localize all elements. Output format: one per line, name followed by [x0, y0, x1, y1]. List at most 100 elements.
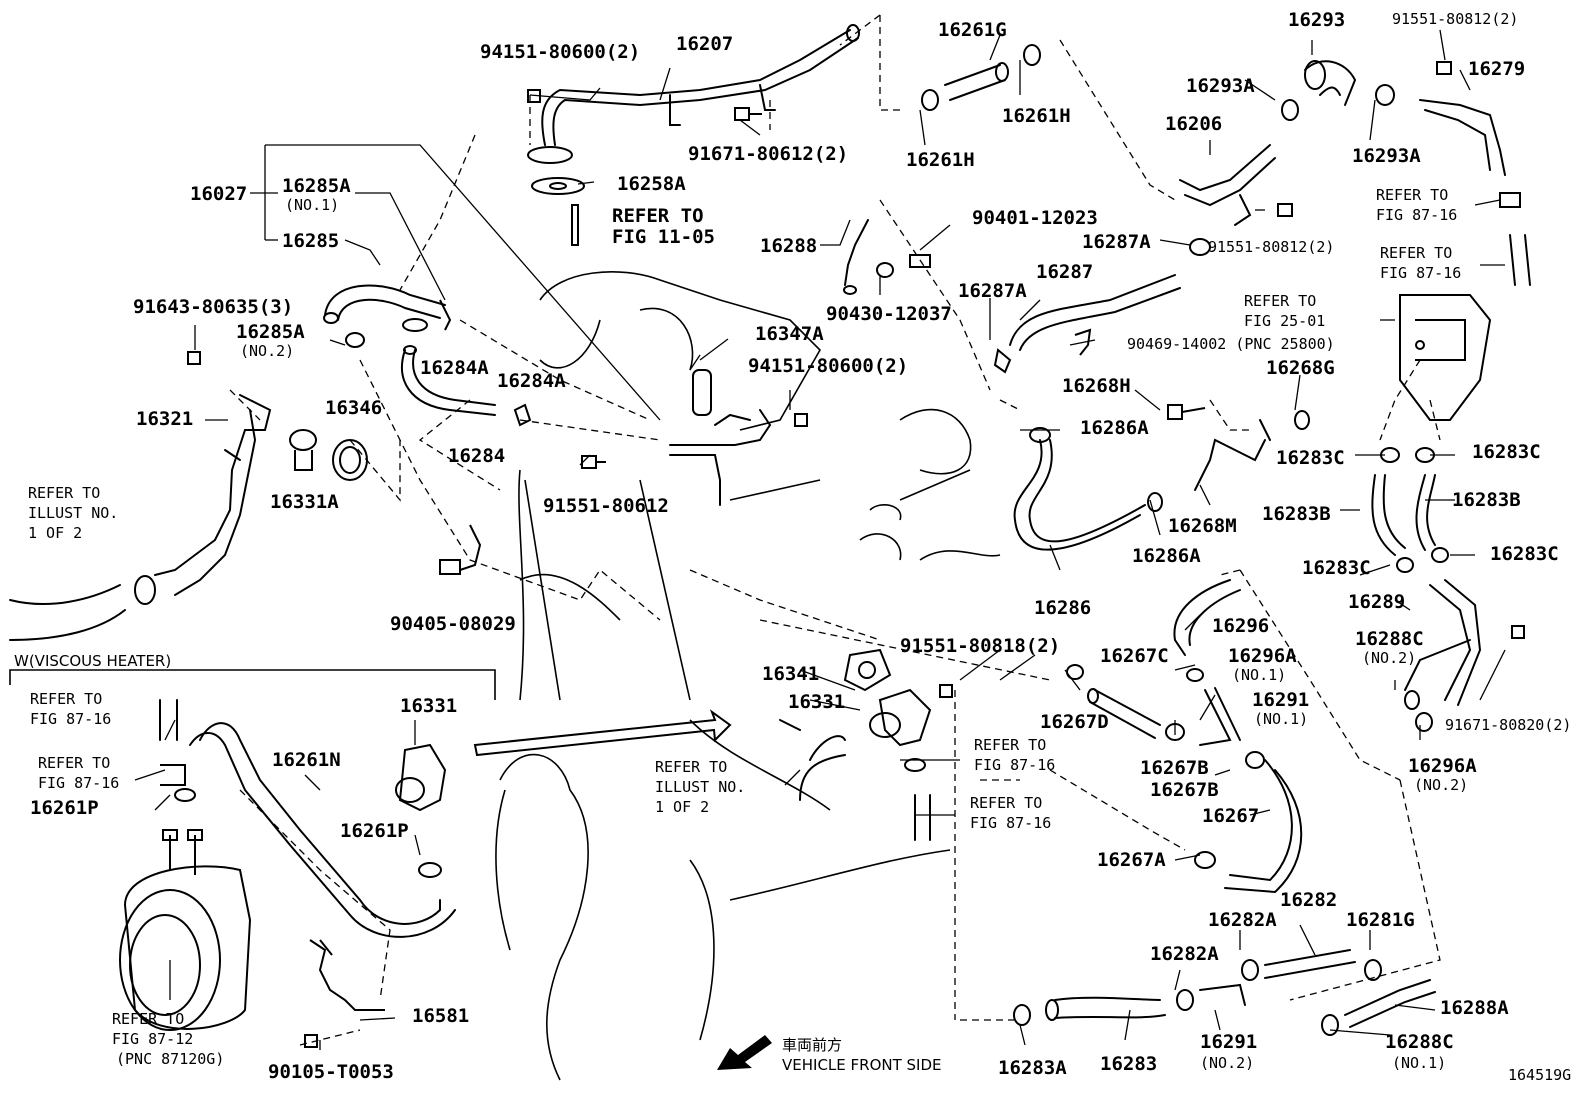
- part-91671-bolt: [734, 107, 762, 121]
- label-refer-fig-87-16-f1: REFER TO: [38, 754, 110, 772]
- part-16288C-clamp-no2: [1404, 690, 1420, 710]
- part-right-clamp-refer-a: [1499, 192, 1521, 208]
- label-94151-80600-2-mid: 94151-80600(2): [748, 355, 908, 377]
- label-16291-no2: 16291: [1200, 1031, 1257, 1053]
- part-16285A-clamp-no2: [345, 332, 365, 348]
- label-16291-no1-sub: (NO.1): [1254, 710, 1308, 728]
- label-16331A: 16331A: [270, 491, 339, 513]
- label-refer-fig-87-16-c2: FIG 87-16: [974, 756, 1055, 774]
- label-16267D: 16267D: [1040, 711, 1109, 733]
- label-16285A-no2: 16285A: [236, 321, 305, 343]
- label-16285A-no2-sub: (NO.2): [240, 342, 294, 360]
- part-16288A-hose: [1344, 979, 1436, 1028]
- part-16346-gasket-ring: [332, 439, 368, 481]
- label-16287: 16287: [1036, 261, 1093, 283]
- part-viscous-heater: [119, 829, 252, 1031]
- part-90430-gasket: [876, 262, 894, 278]
- diagram-id: 164519G: [1508, 1066, 1571, 1084]
- part-16331-thermostat-housing-mid: [869, 688, 932, 747]
- label-16284A-a: 16284A: [420, 357, 489, 379]
- label-91551-80812-2-b: 91551-80812(2): [1208, 238, 1334, 256]
- part-left-hose-refer-viscous: [159, 699, 178, 741]
- part-16268M-pipe: [1194, 419, 1271, 491]
- part-16261N-hose: [189, 722, 456, 938]
- label-16288C-no1: 16288C: [1385, 1031, 1454, 1053]
- label-refer-fig-11-05-b: FIG 11-05: [612, 226, 715, 248]
- part-16285-hose: [323, 284, 446, 324]
- label-16296A-no1: 16296A: [1228, 645, 1297, 667]
- part-stud-bolt: [571, 204, 579, 246]
- part-16282A-clamps: [1176, 959, 1259, 1011]
- part-16296A-clamp-no1: [1186, 668, 1204, 682]
- part-16287A-clamp-b: [993, 348, 1012, 374]
- label-16267A: 16267A: [1097, 849, 1166, 871]
- part-90469-clip: [1074, 328, 1092, 356]
- label-16321: 16321: [136, 408, 193, 430]
- part-16261H-clamp-b: [921, 89, 939, 111]
- label-refer-fig-87-16-d1: REFER TO: [970, 794, 1042, 812]
- part-16291-pipe-no2: [1199, 983, 1246, 1006]
- label-refer-fig-87-12-c: (PNC 87120G): [116, 1050, 224, 1068]
- label-94151-80600-2-top: 94151-80600(2): [480, 41, 640, 63]
- part-91671-80820-bolt: [1511, 625, 1525, 639]
- label-16293A-a: 16293A: [1186, 75, 1255, 97]
- label-16261P-a: 16261P: [30, 797, 99, 819]
- part-16287A-clamp-a: [1189, 238, 1211, 256]
- part-16331-left-housing: [395, 743, 447, 812]
- label-16288A: 16288A: [1440, 997, 1509, 1019]
- label-refer-fig-25-01-a: REFER TO: [1244, 292, 1316, 310]
- part-center-hose-illust: [779, 719, 846, 801]
- vehicle-front-arrow-icon: [717, 1035, 772, 1070]
- part-16283C-clamps: [1380, 447, 1449, 573]
- part-16286-hose: [1013, 439, 1146, 551]
- label-refer-fig-87-16-f2: FIG 87-16: [38, 774, 119, 792]
- label-refer-fig-87-16-a1: REFER TO: [1376, 186, 1448, 204]
- label-16261H-a: 16261H: [1002, 105, 1071, 127]
- label-16288: 16288: [760, 235, 817, 257]
- label-16282: 16282: [1280, 889, 1337, 911]
- part-91551-80812-bolt-a: [1436, 61, 1452, 75]
- part-16288C-clamp-no1: [1321, 1014, 1339, 1036]
- part-16293A-clamp-a: [1281, 99, 1299, 121]
- label-91671-80820-2: 91671-80820(2): [1445, 716, 1571, 734]
- part-16341-gasket: [843, 648, 892, 692]
- label-16207: 16207: [676, 33, 733, 55]
- label-16268H: 16268H: [1062, 375, 1131, 397]
- part-16331A-thermostat: [289, 429, 317, 471]
- part-16293A-clamp-b: [1375, 84, 1395, 106]
- label-vehicle-front-en: VEHICLE FRONT SIDE: [782, 1056, 942, 1074]
- label-16261N: 16261N: [272, 749, 341, 771]
- label-16286A-b: 16286A: [1132, 545, 1201, 567]
- part-16281G-clamp: [1364, 959, 1382, 981]
- part-16267A-clamp: [1194, 851, 1216, 869]
- label-91551-80612: 91551-80612: [543, 495, 669, 517]
- label-16288C-no2-sub: (NO.2): [1362, 649, 1416, 667]
- label-refer-illust-b1: REFER TO: [655, 758, 727, 776]
- label-16267: 16267: [1202, 805, 1259, 827]
- label-refer-fig-87-16-d2: FIG 87-16: [970, 814, 1051, 832]
- label-refer-illust-a3: 1 OF 2: [28, 524, 82, 542]
- part-16296A-clamp-no2: [1415, 712, 1433, 732]
- label-refer-illust-a2: ILLUST NO.: [28, 504, 118, 522]
- part-90405-elbow: [439, 524, 482, 575]
- label-90405-08029: 90405-08029: [390, 613, 516, 635]
- engine-block-outline: [495, 271, 1001, 1081]
- label-refer-fig-87-16-e2: FIG 87-16: [30, 710, 111, 728]
- part-91551-80612-bolt: [581, 455, 606, 469]
- label-16282A-b: 16282A: [1150, 943, 1219, 965]
- label-16341: 16341: [762, 663, 819, 685]
- label-16267C: 16267C: [1100, 645, 1169, 667]
- label-refer-illust-b3: 1 OF 2: [655, 798, 709, 816]
- label-16285A-no1-sub: (NO.1): [285, 196, 339, 214]
- part-94151-nut-mid: [794, 413, 808, 427]
- label-16258A: 16258A: [617, 173, 686, 195]
- label-refer-illust-b2: ILLUST NO.: [655, 778, 745, 796]
- label-90469-14002: 90469-14002 (PNC 25800): [1127, 335, 1335, 353]
- part-16268G-clamp: [1294, 410, 1310, 430]
- part-16347A-gasket: [692, 369, 712, 416]
- transfer-arrow: [473, 709, 732, 757]
- label-16347A: 16347A: [755, 323, 824, 345]
- label-16287A-b: 16287A: [958, 280, 1027, 302]
- label-16267B-a: 16267B: [1140, 757, 1209, 779]
- label-16288C-no2: 16288C: [1355, 628, 1424, 650]
